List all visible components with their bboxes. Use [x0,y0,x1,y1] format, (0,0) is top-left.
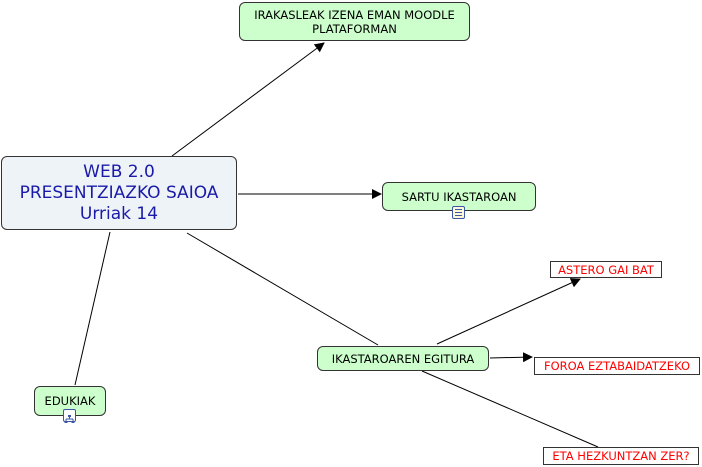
node-irakasleak-line2: PLATAFORMAN [312,21,397,36]
node-irakasleak[interactable]: IRAKASLEAK IZENA EMAN MOODLE PLATAFORMAN [239,2,470,41]
node-edukiak-label: EDUKIAK [44,394,96,408]
sitemap-icon[interactable] [63,409,76,423]
document-icon[interactable] [452,206,465,219]
node-foroa-eztabaidatzeko[interactable]: FOROA EZTABAIDATZEKO [534,357,700,375]
node-sartu-label: SARTU IKASTAROAN [401,189,517,204]
node-egitura-label: IKASTAROAREN EGITURA [331,351,475,366]
edge-main-to-egitura [186,232,379,346]
edge-egitura-to-astero [436,278,581,345]
node-eta-hezkuntzan-zer[interactable]: ETA HEZKUNTZAN ZER? [543,447,699,465]
node-astero-label: ASTERO GAI BAT [558,262,654,277]
sitemap-icon-glyph [64,415,75,423]
node-irakasleak-line1: IRAKASLEAK IZENA EMAN MOODLE [254,7,455,22]
edge-egitura-to-foroa [489,352,533,363]
edge-main-to-irakasleak [171,42,325,157]
main-node[interactable]: WEB 2.0 PRESENTZIAZKO SAIOA Urriak 14 [1,156,237,230]
node-ikastaroaren-egitura[interactable]: IKASTAROAREN EGITURA [317,346,489,371]
node-astero-gai-bat[interactable]: ASTERO GAI BAT [550,261,662,278]
edge-egitura-to-eta [421,370,599,448]
main-node-subtitle: PRESENTZIAZKO SAIOA [19,182,219,203]
edge-main-to-edukiak [74,231,111,386]
node-foroa-label: FOROA EZTABAIDATZEKO [543,359,691,373]
node-eta-label: ETA HEZKUNTZAN ZER? [552,449,690,463]
main-node-date: Urriak 14 [79,203,159,224]
main-node-title: WEB 2.0 [83,161,155,182]
